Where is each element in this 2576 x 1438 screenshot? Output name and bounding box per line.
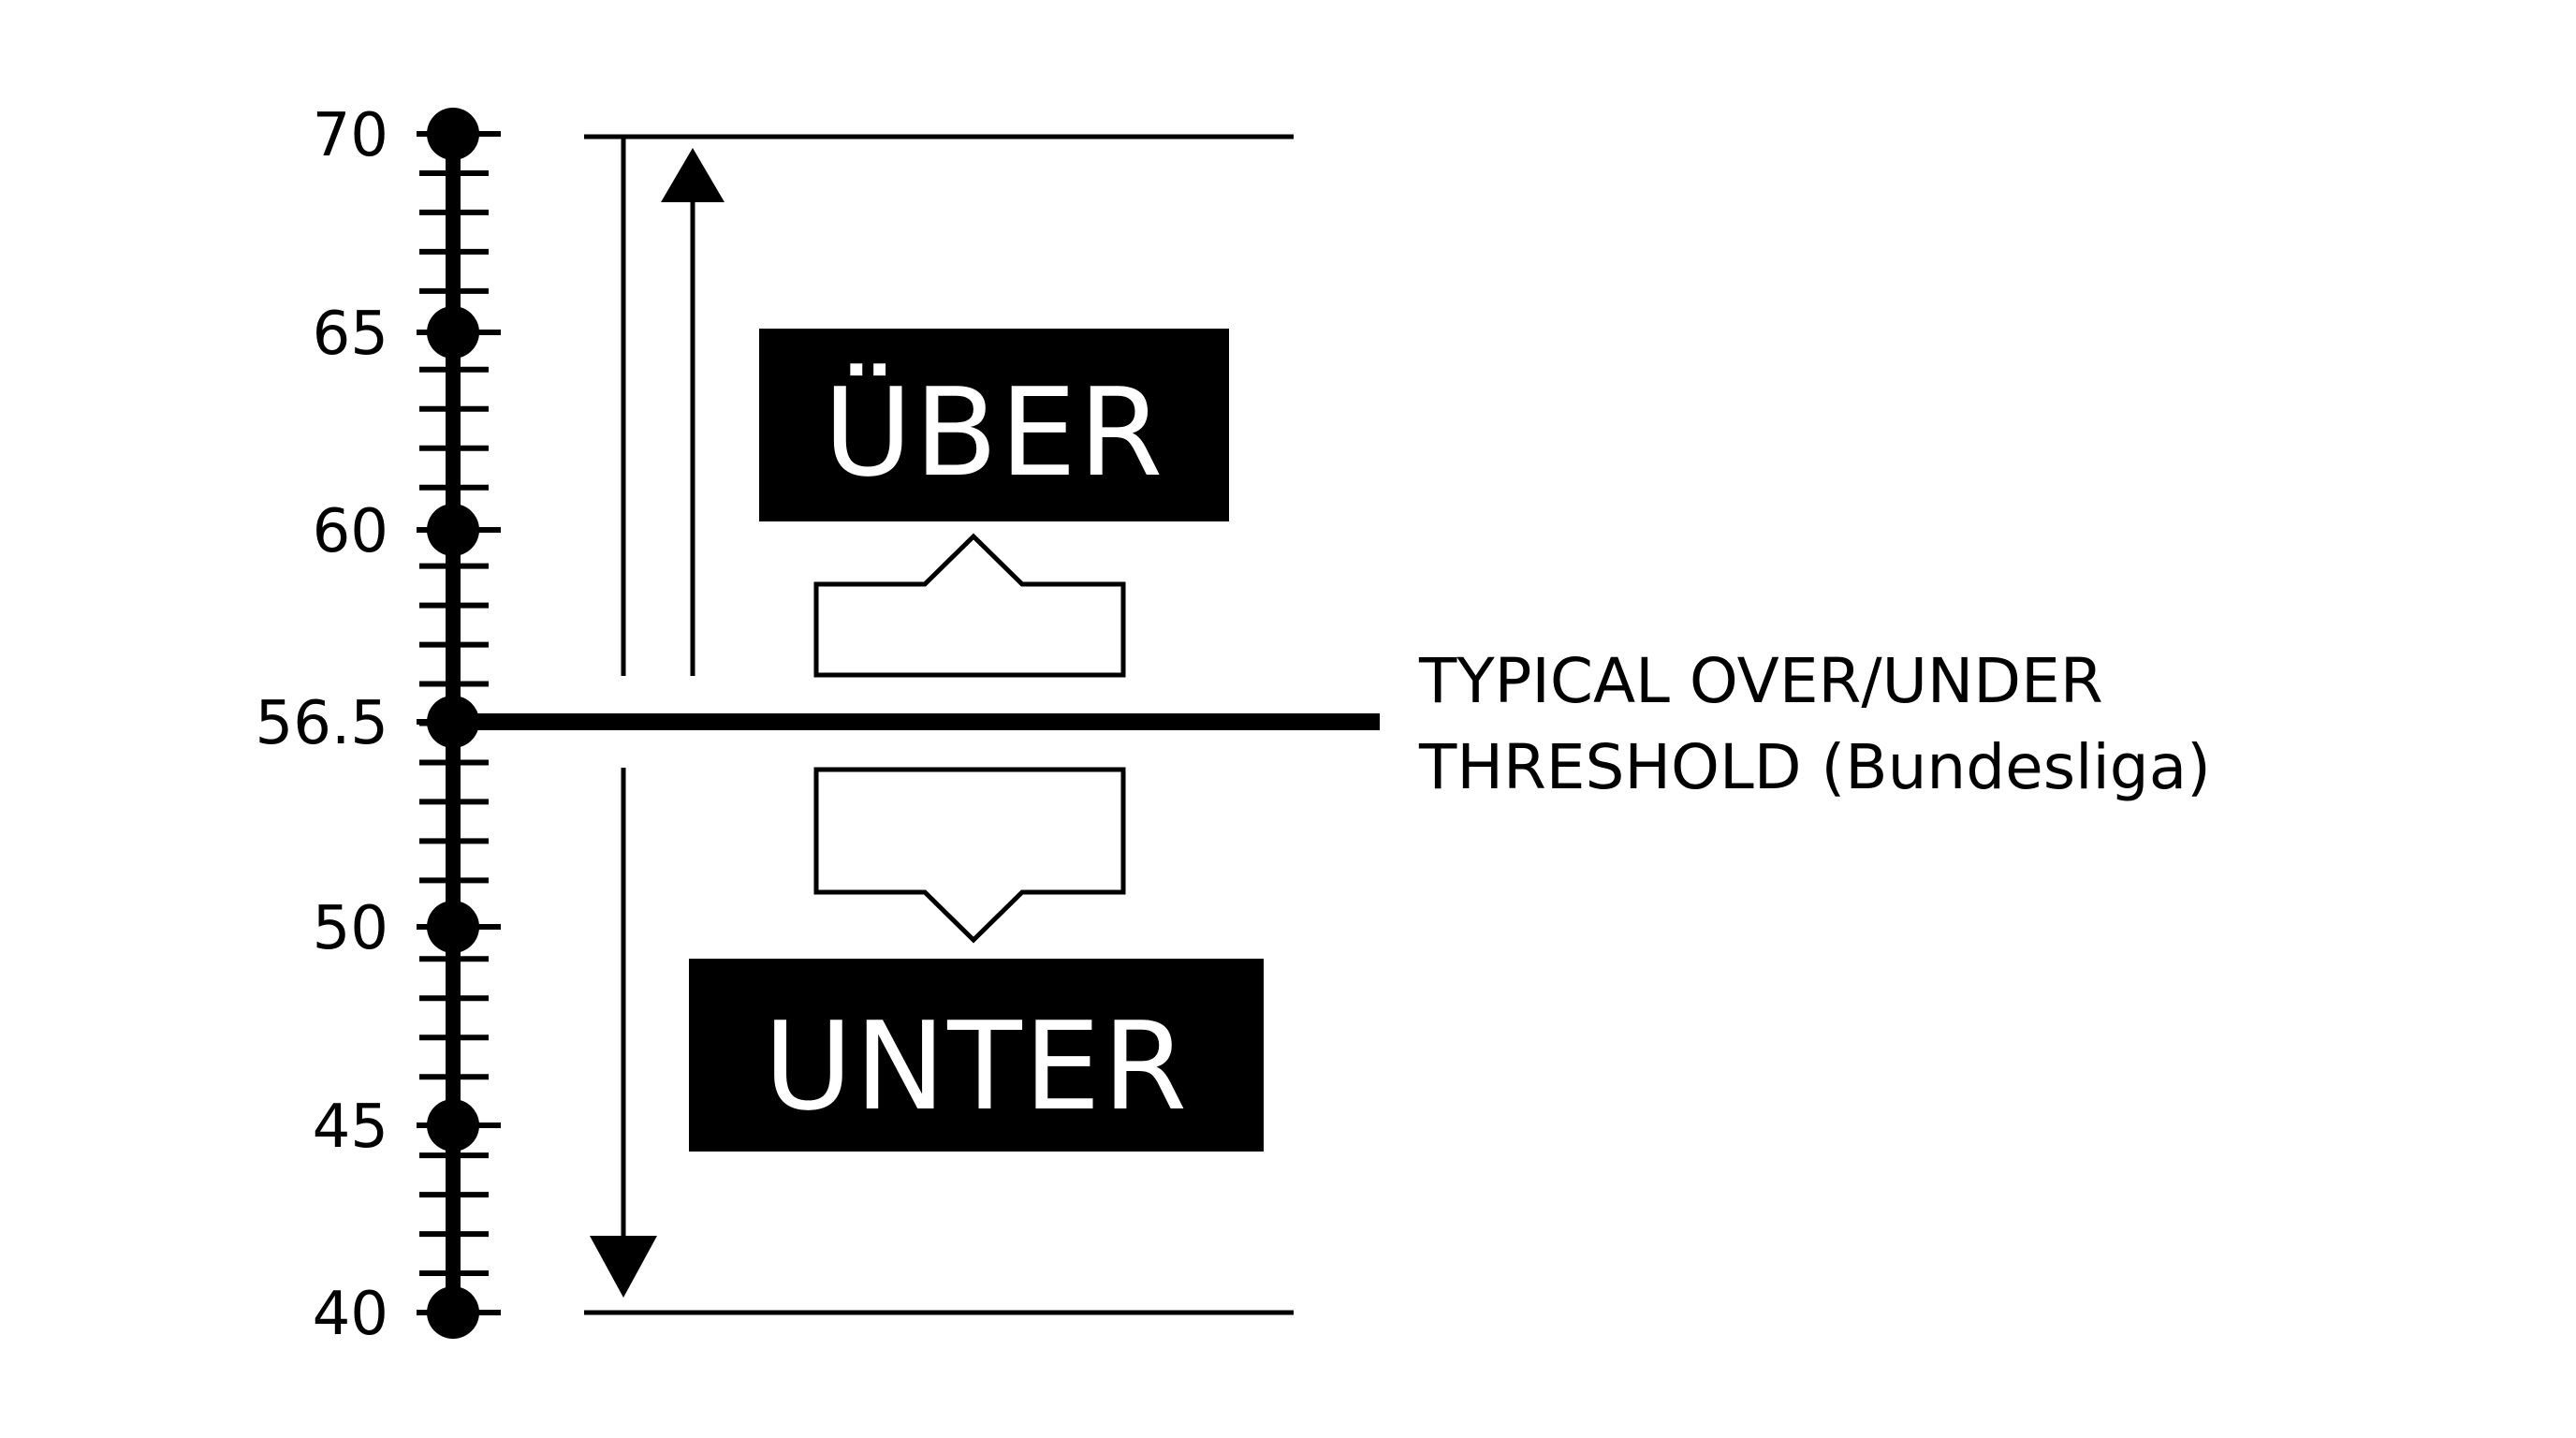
major-tick-70: 70 xyxy=(313,101,501,170)
outline-down-arrow-icon xyxy=(813,767,1126,944)
threshold-note-line1: TYPICAL OVER/UNDER xyxy=(1418,645,2103,717)
over-box xyxy=(759,329,1229,521)
threshold-note-line2: THRESHOLD (Bundesliga) xyxy=(1418,731,2211,803)
major-tick-40: 40 xyxy=(313,1280,501,1349)
scale-dot-65 xyxy=(427,306,479,359)
tick-label-70: 70 xyxy=(313,101,388,170)
scale-dot-60 xyxy=(427,504,479,556)
major-tick-65: 65 xyxy=(313,300,501,369)
outline-up-arrow-icon xyxy=(813,533,1126,678)
tick-label-50: 50 xyxy=(313,894,388,963)
over-box-label: ÜBER xyxy=(824,361,1165,504)
scale-dot-50 xyxy=(427,901,479,953)
scale-dot-45 xyxy=(427,1099,479,1152)
scale-dot-70 xyxy=(427,108,479,160)
tick-label-65: 65 xyxy=(313,300,388,369)
major-tick-45: 45 xyxy=(313,1093,501,1162)
major-tick-60: 60 xyxy=(313,497,501,566)
tick-label-45: 45 xyxy=(313,1093,388,1162)
tick-label-40: 40 xyxy=(313,1280,388,1349)
major-tick-50: 50 xyxy=(313,894,501,963)
tick-label-60: 60 xyxy=(313,497,388,566)
up-arrow-icon xyxy=(661,148,724,202)
scale-dot-40 xyxy=(427,1286,479,1339)
under-box-label: UNTER xyxy=(764,995,1189,1137)
down-arrow-icon xyxy=(590,1236,657,1298)
under-box xyxy=(689,959,1264,1152)
tick-label-56-5: 56.5 xyxy=(256,689,389,758)
